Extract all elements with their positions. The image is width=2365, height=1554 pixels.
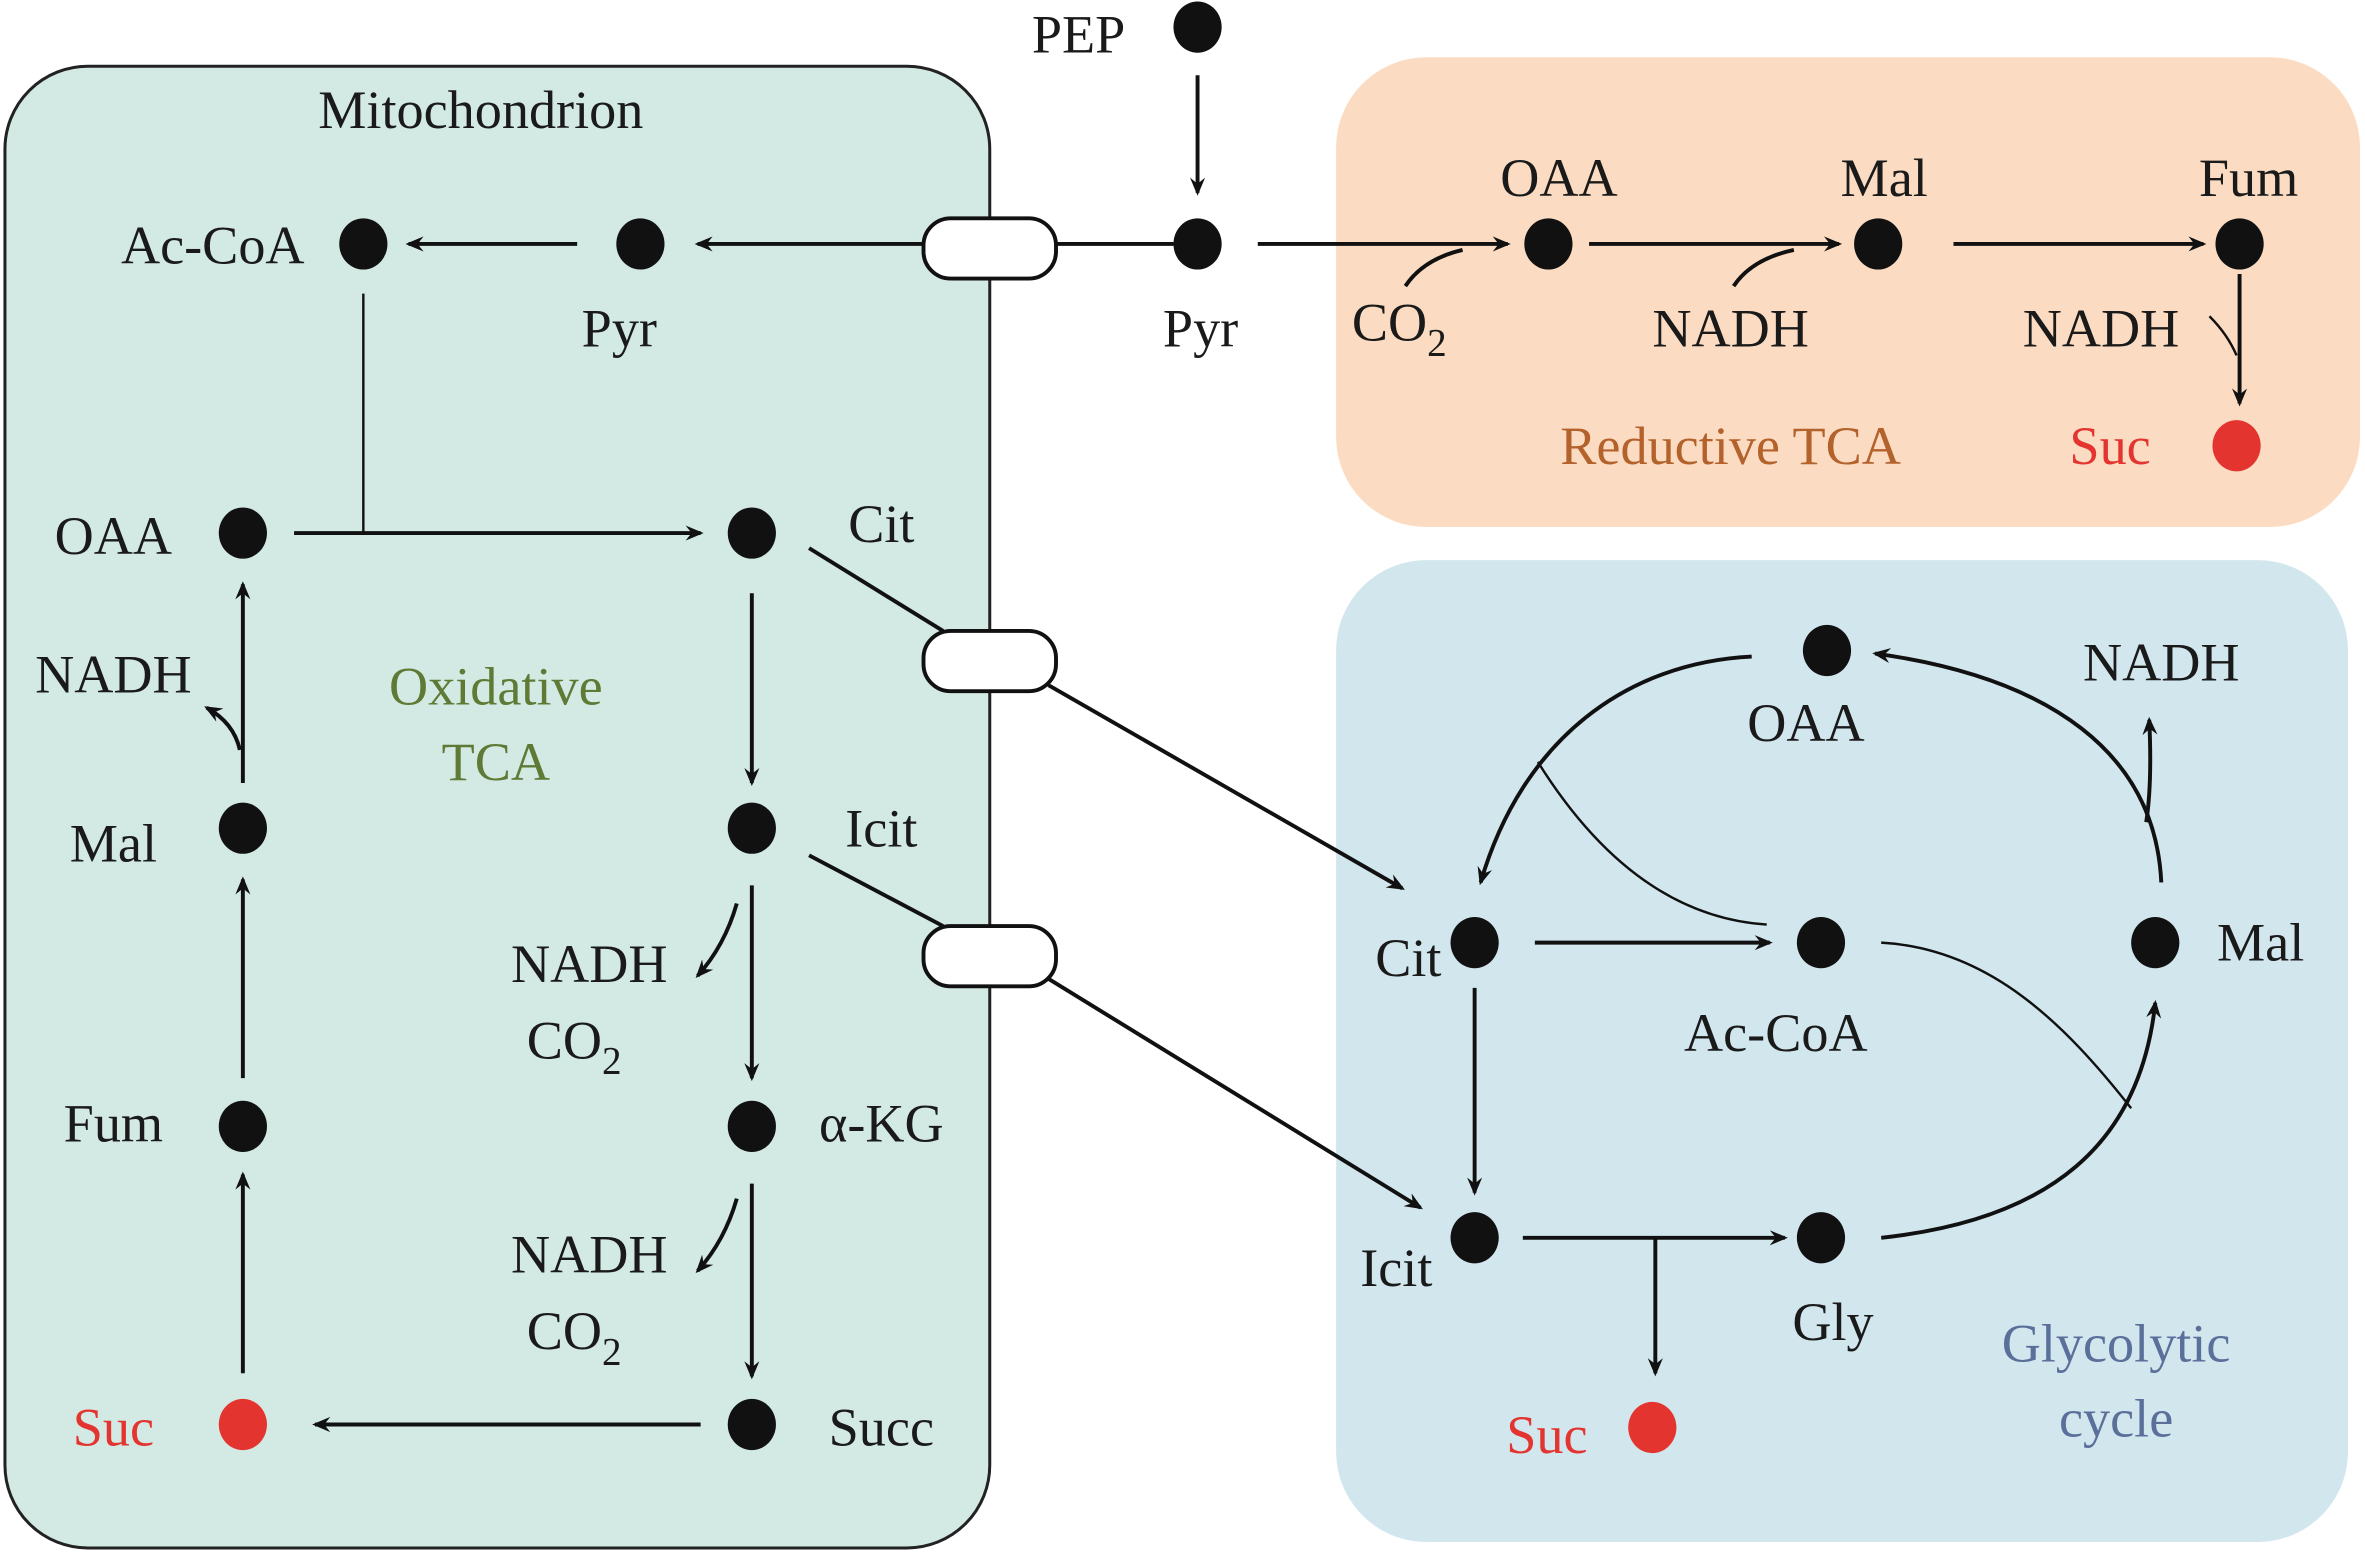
node-pep: [1173, 1, 1222, 53]
arrow-co2-in: [1403, 248, 1464, 288]
node-gly-mal: [2131, 917, 2180, 969]
node-mito-suc: [218, 1398, 267, 1451]
gly-accoa-label: Ac-CoA: [1684, 1003, 1868, 1063]
arrow-goaa-gcit: [1477, 654, 1752, 886]
gly-gly-label: Gly: [1792, 1292, 1873, 1352]
oxidative-tca-label-1: Oxidative: [389, 657, 603, 717]
node-mito-fum: [218, 1100, 267, 1152]
node-mito-mal: [218, 802, 267, 854]
arrow-nadh-out: [2142, 716, 2158, 823]
node-mito-akg: [727, 1100, 776, 1152]
red-suc-label: Suc: [2069, 416, 2150, 476]
glyoxylate-compartment: [1336, 560, 2348, 1542]
transporter-pyr: [921, 216, 1058, 281]
mito-suc-label: Suc: [73, 1398, 154, 1458]
arrow-mal-oaa-g: [1872, 648, 2164, 883]
node-gly-accoa: [1796, 917, 1846, 969]
arrow-nadh3: [695, 1198, 739, 1274]
red-oaa-label: OAA: [1500, 148, 1617, 208]
node-gly-suc: [1628, 1401, 1677, 1454]
glycolytic-cycle-label-1: Glycolytic: [2002, 1313, 2231, 1373]
node-red-fum: [2215, 218, 2264, 270]
red-fum-label: Fum: [2199, 148, 2298, 208]
arrow-nadh2: [695, 902, 739, 979]
mito-fum-label: Fum: [64, 1093, 163, 1153]
gly-nadh-label: NADH: [2083, 633, 2240, 693]
line-accoa-to-mal: [1881, 941, 2133, 1110]
mito-succ-label: Succ: [829, 1398, 934, 1458]
glycolytic-cycle-label-2: cycle: [2059, 1389, 2173, 1449]
line-cit-transport: [808, 546, 945, 633]
mito-oaa-label: OAA: [55, 506, 172, 566]
node-red-oaa: [1524, 218, 1573, 270]
gly-icit-label: Icit: [1360, 1238, 1432, 1298]
arrow-transport-gcit: [1047, 683, 1405, 891]
red-mal-label: Mal: [1841, 148, 1928, 208]
arrow-nadh1: [204, 706, 242, 751]
red-nadh2-label: NADH: [2023, 298, 2180, 358]
node-mito-oaa: [218, 507, 267, 559]
node-gly-oaa: [1802, 624, 1852, 677]
mito-mal-label: Mal: [70, 813, 157, 873]
node-gly-icit: [1450, 1212, 1499, 1264]
node-red-suc: [2212, 420, 2261, 472]
line-accoa-merge: [1536, 761, 1767, 926]
node-red-mal: [1854, 218, 1903, 270]
red-nadh1-label: NADH: [1652, 298, 1809, 358]
gly-cit-label: Cit: [1375, 928, 1441, 988]
mito-akg-label: α-KG: [819, 1093, 944, 1153]
mito-nadh3-label: NADH: [511, 1224, 668, 1284]
arrow-gly-mal: [1880, 999, 2162, 1240]
red-co2-label: CO2: [1352, 292, 1447, 364]
node-cyto-pyr: [1173, 218, 1222, 270]
node-mito-cit: [727, 507, 776, 559]
mito-icit-label: Icit: [845, 798, 917, 858]
pep-label: PEP: [1032, 5, 1125, 65]
gly-oaa-label: OAA: [1747, 693, 1864, 753]
mito-pyr-label: Pyr: [582, 298, 657, 358]
transporter-cit: [921, 628, 1058, 694]
mito-nadh1-label: NADH: [35, 645, 192, 705]
arrow-transport-gicit: [1047, 977, 1423, 1210]
reductive-tca-label: Reductive TCA: [1560, 416, 1901, 476]
node-gly-cit: [1450, 917, 1499, 969]
oxidative-tca-label-2: TCA: [442, 732, 550, 792]
node-mito-accoa: [339, 218, 388, 270]
mito-co2-3-label: CO2: [527, 1301, 622, 1373]
nadh-in-2: [2208, 315, 2238, 356]
mito-co2-2-label: CO2: [527, 1011, 622, 1083]
reductive-tca-compartment: [1336, 57, 2361, 528]
node-mito-succ: [727, 1398, 776, 1451]
node-mito-pyr: [616, 218, 665, 270]
mito-cit-label: Cit: [848, 494, 914, 554]
line-icit-transport: [808, 853, 944, 928]
transporter-icit: [921, 924, 1058, 989]
cyto-pyr-label: Pyr: [1163, 298, 1238, 358]
mitochondrion-compartment: [3, 64, 992, 1550]
gly-mal-label: Mal: [2217, 913, 2304, 973]
node-mito-icit: [727, 802, 776, 854]
arrow-nadh-in: [1731, 248, 1795, 288]
mitochondrion-label: Mitochondrion: [318, 80, 643, 140]
node-gly-gly: [1796, 1212, 1846, 1264]
gly-suc-label: Suc: [1506, 1405, 1587, 1465]
mito-nadh2-label: NADH: [511, 934, 668, 994]
mito-accoa-label: Ac-CoA: [121, 216, 305, 276]
